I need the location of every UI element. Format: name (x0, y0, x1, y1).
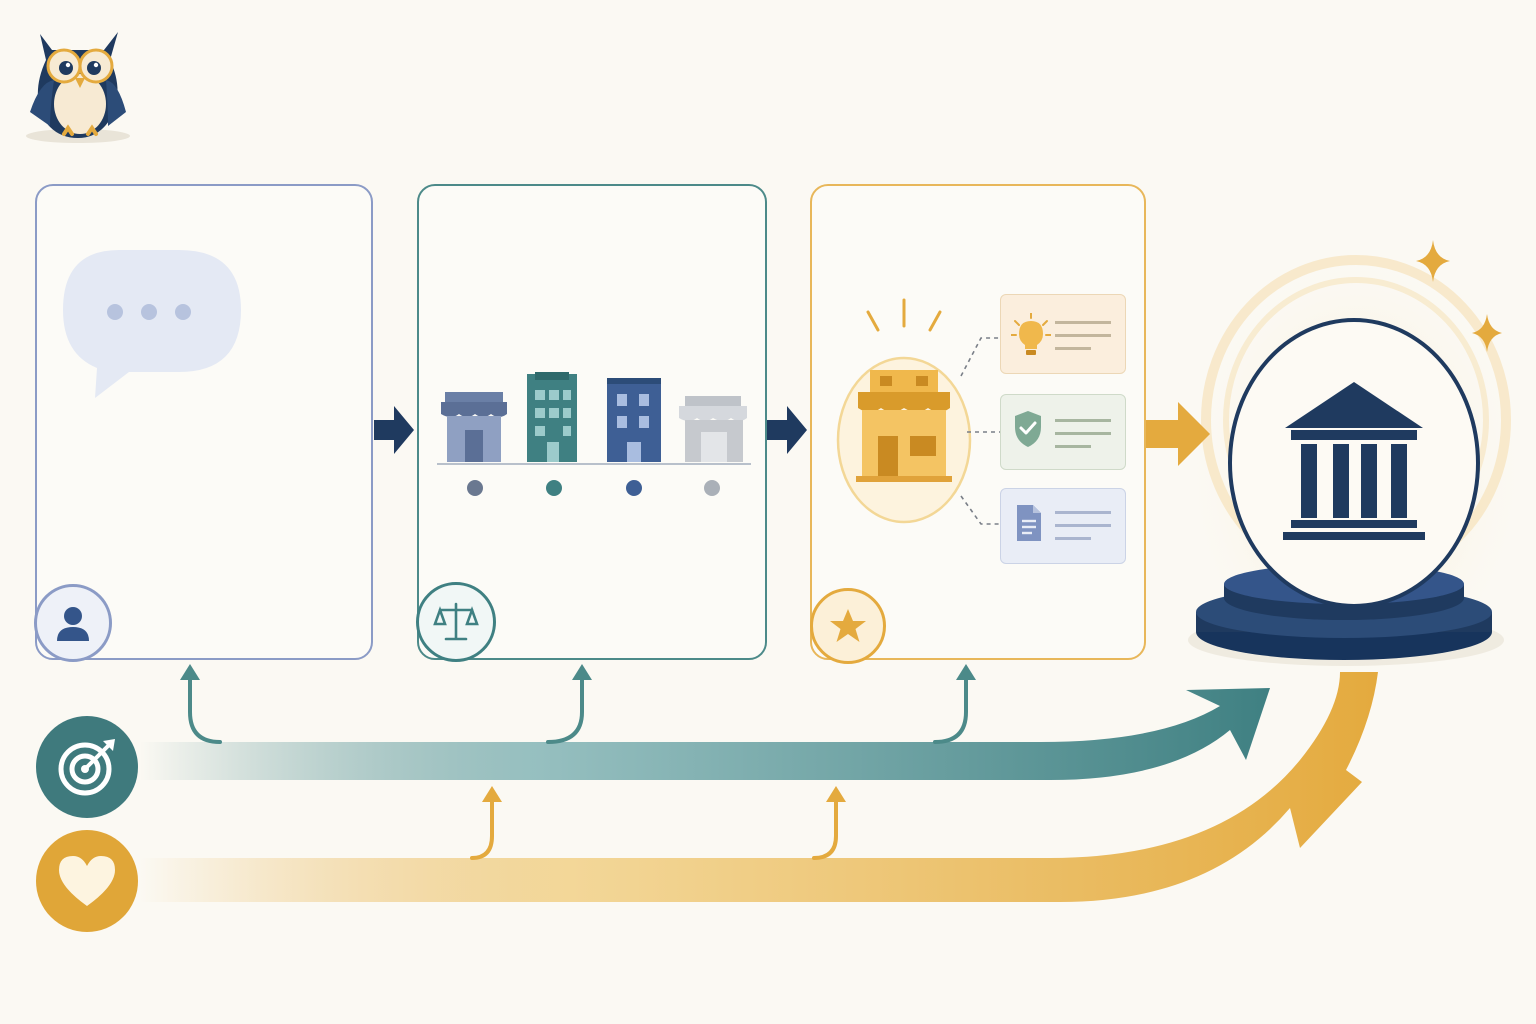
info-card-trust (1000, 394, 1126, 470)
star-badge (810, 588, 886, 664)
storefronts-row-icon (437, 372, 751, 465)
owl-mascot-icon (26, 32, 130, 143)
person-badge (34, 584, 112, 662)
comparison-dots (467, 480, 720, 496)
panel-voice (35, 184, 373, 660)
arrow-panel2-to-panel3 (767, 406, 807, 454)
care-feeders (470, 798, 838, 860)
destination-medallion (1228, 318, 1480, 608)
panel-compare (417, 184, 767, 660)
arrow-panel1-to-panel2 (374, 406, 414, 454)
arrow-panel3-to-destination (1146, 402, 1210, 466)
connector-lines (960, 337, 1003, 525)
info-card-idea (1000, 294, 1126, 374)
sparkle-icon (1472, 314, 1502, 352)
scales-badge (416, 582, 496, 662)
store-icon (679, 396, 747, 462)
care-flow-band (140, 672, 1378, 902)
document-icon (1017, 505, 1041, 541)
panel-select (810, 184, 1146, 660)
lightbulb-icon (1011, 313, 1051, 355)
shield-check-icon (1015, 411, 1041, 447)
office-building-icon (607, 378, 661, 462)
institution-bank-icon (1283, 382, 1425, 540)
person-icon (57, 607, 89, 641)
goal-feeders (188, 674, 968, 744)
sparkle-icon (1416, 240, 1450, 282)
target-badge (36, 716, 138, 818)
heart-icon (59, 856, 115, 906)
highlighted-store-icon (836, 298, 972, 524)
store-icon (441, 392, 507, 462)
star-icon (830, 609, 866, 642)
info-card-document (1000, 488, 1126, 564)
heart-badge (36, 830, 138, 932)
scales-icon (433, 602, 479, 641)
target-icon (58, 739, 115, 796)
goal-flow-band (140, 688, 1270, 780)
chat-bubble-icon (63, 250, 241, 398)
office-building-icon (527, 372, 577, 462)
